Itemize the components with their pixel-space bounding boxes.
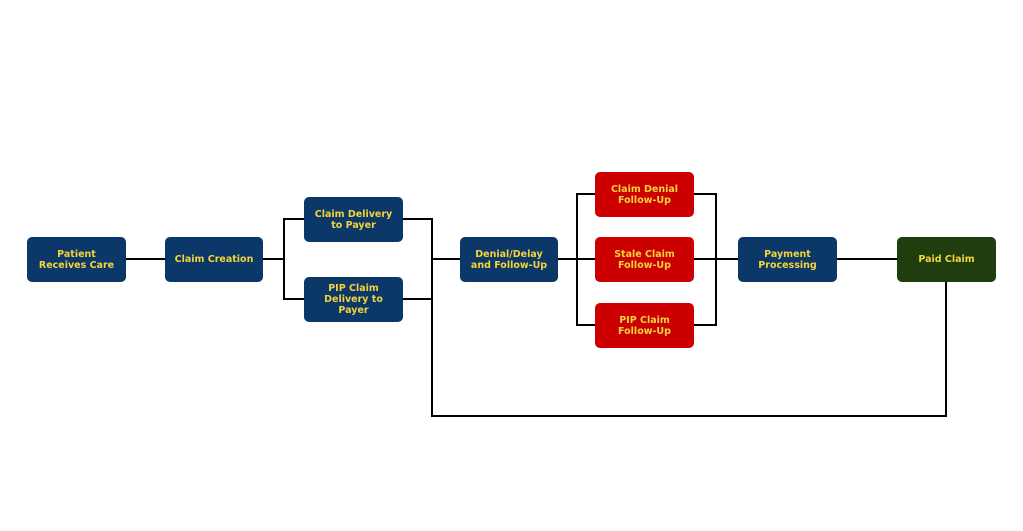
node-paid-claim: Paid Claim	[897, 237, 996, 282]
node-stale-claim-followup: Stale Claim Follow-Up	[595, 237, 694, 282]
connector-pip-bypass-to-paid	[431, 282, 947, 417]
node-label: Claim Creation	[174, 254, 254, 265]
node-label: Patient Receives Care	[38, 248, 115, 271]
node-claim-denial-followup: Claim Denial Follow-Up	[595, 172, 694, 217]
node-label: Paid Claim	[918, 254, 975, 265]
node-label: Claim Denial Follow-Up	[610, 183, 679, 206]
node-label: PIP Claim Follow-Up	[618, 314, 671, 337]
node-patient-receives-care: Patient Receives Care	[27, 237, 126, 282]
connector-delivery-to-denial	[403, 218, 460, 260]
node-label: Denial/Delay and Follow-Up	[470, 248, 548, 271]
node-label: Stale Claim Follow-Up	[614, 248, 675, 271]
node-label: PIP Claim Delivery to Payer	[324, 283, 383, 316]
connector-split-to-deliveries	[283, 218, 304, 300]
node-denial-delay-followup: Denial/Delay and Follow-Up	[460, 237, 558, 282]
connector-pip-delivery-to-denial	[403, 259, 433, 300]
node-pip-claim-followup: PIP Claim Follow-Up	[595, 303, 694, 348]
node-claim-delivery: Claim Delivery to Payer	[304, 197, 403, 242]
node-claim-creation: Claim Creation	[165, 237, 263, 282]
node-pip-claim-delivery: PIP Claim Delivery to Payer	[304, 277, 403, 322]
node-payment-processing: Payment Processing	[738, 237, 837, 282]
node-label: Payment Processing	[758, 248, 817, 271]
node-label: Claim Delivery to Payer	[314, 208, 393, 231]
